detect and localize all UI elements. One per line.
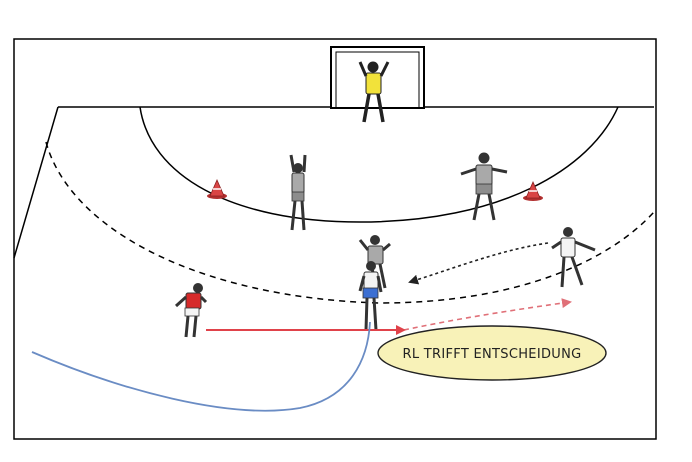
defender-player-icon bbox=[460, 152, 508, 221]
side-line bbox=[13, 106, 59, 259]
attacker-player-icon bbox=[174, 283, 208, 338]
attacker-player-icon bbox=[551, 227, 596, 288]
cone-icon bbox=[207, 179, 227, 199]
cone-icon bbox=[523, 181, 543, 201]
decision-callout: RL TRIFFT ENTSCHEIDUNG bbox=[377, 325, 607, 381]
pass-arrow-dotted bbox=[403, 298, 572, 331]
defender-player-icon bbox=[289, 154, 307, 231]
defender-move-arrow bbox=[408, 242, 549, 285]
six-meter-line bbox=[139, 106, 619, 223]
goalkeeper-icon bbox=[358, 61, 390, 123]
attacker-player-icon bbox=[358, 261, 383, 331]
blue-run-path bbox=[31, 321, 371, 412]
callout-label: RL TRIFFT ENTSCHEIDUNG bbox=[403, 347, 582, 362]
